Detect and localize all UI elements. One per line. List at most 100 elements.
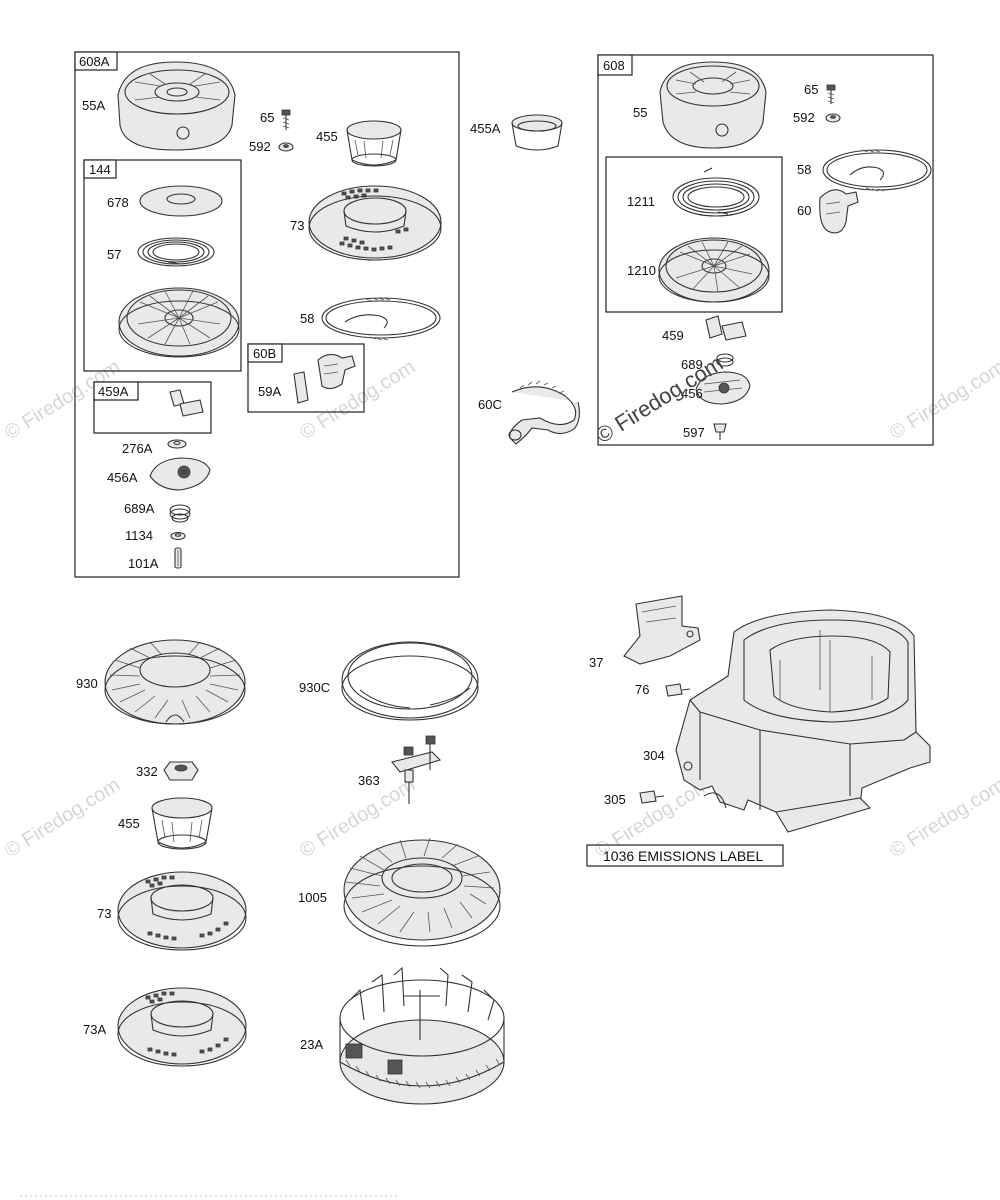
callout-455-lower: 455 bbox=[118, 816, 140, 831]
callout-57: 57 bbox=[107, 247, 121, 262]
starter-pulley bbox=[118, 287, 240, 358]
callout-592: 592 bbox=[249, 139, 271, 154]
callout-23a: 23A bbox=[300, 1037, 323, 1052]
callout-58: 58 bbox=[300, 311, 314, 326]
washer-276a bbox=[167, 439, 187, 449]
dog-459a bbox=[169, 389, 204, 417]
callout-101a: 101A bbox=[128, 556, 159, 571]
retainer-456a bbox=[149, 457, 211, 491]
nut-592 bbox=[278, 142, 294, 152]
washer-678 bbox=[139, 185, 223, 217]
nut-592-right bbox=[825, 113, 841, 123]
callout-73-lower: 73 bbox=[97, 906, 111, 921]
callout-456a: 456A bbox=[107, 470, 138, 485]
callout-678: 678 bbox=[107, 195, 129, 210]
callout-73: 73 bbox=[290, 218, 304, 233]
callout-1005: 1005 bbox=[298, 890, 327, 905]
callout-1210: 1210 bbox=[627, 263, 656, 278]
watermark: © Firedog.com bbox=[886, 356, 1000, 444]
callout-597: 597 bbox=[683, 425, 705, 440]
callout-689: 689 bbox=[681, 357, 703, 372]
callout-55: 55 bbox=[633, 105, 647, 120]
handle-60 bbox=[819, 189, 859, 234]
plate-73-lower bbox=[117, 871, 247, 951]
plate-73a bbox=[117, 987, 247, 1067]
starter-cup-455-lower bbox=[151, 797, 213, 850]
starter-rope-58-right bbox=[822, 149, 932, 192]
callout-276a: 276A bbox=[122, 441, 153, 456]
group-608: 608 55 65 592 58 bbox=[591, 54, 934, 448]
group-608-subframe bbox=[605, 156, 783, 313]
callout-60: 60 bbox=[797, 203, 811, 218]
callout-58-right: 58 bbox=[797, 162, 811, 177]
watermark: © Firedog.com bbox=[296, 356, 419, 444]
group-60b-tag bbox=[247, 343, 283, 363]
callout-305: 305 bbox=[604, 792, 626, 807]
screw-65 bbox=[281, 109, 291, 130]
group-459a-tag bbox=[93, 381, 139, 401]
group-144-tag bbox=[83, 159, 117, 179]
group-608-tag bbox=[597, 54, 633, 76]
starter-housing-55 bbox=[659, 61, 767, 149]
callout-332: 332 bbox=[136, 764, 158, 779]
watermark: © Firedog.com bbox=[886, 774, 1000, 862]
group-60b-frame bbox=[247, 343, 365, 413]
callout-73a: 73A bbox=[83, 1022, 106, 1037]
washer-1134 bbox=[170, 531, 186, 541]
emissions-label-frame bbox=[586, 844, 784, 867]
callout-55a: 55A bbox=[82, 98, 105, 113]
baffle-37 bbox=[623, 595, 701, 665]
fan-1005 bbox=[343, 837, 501, 947]
spring-689 bbox=[716, 353, 734, 367]
watermark: © Firedog.com bbox=[1, 774, 124, 862]
group-608-frame bbox=[597, 54, 934, 446]
callout-455: 455 bbox=[316, 129, 338, 144]
callout-60c: 60C bbox=[478, 397, 502, 412]
callout-363: 363 bbox=[358, 773, 380, 788]
starter-cup-455 bbox=[346, 120, 402, 167]
retainer-456 bbox=[695, 371, 751, 405]
pin-101a bbox=[174, 547, 182, 569]
starter-rope-58 bbox=[321, 297, 441, 341]
callout-456: 456 bbox=[681, 386, 703, 401]
callout-37: 37 bbox=[589, 655, 603, 670]
screen-930 bbox=[104, 639, 246, 725]
callout-459: 459 bbox=[662, 328, 684, 343]
group-608a-label: 608A bbox=[79, 54, 110, 69]
pulley-1210 bbox=[658, 237, 770, 303]
group-608-label: 608 bbox=[603, 58, 625, 73]
dog-459 bbox=[705, 315, 747, 341]
screw-305 bbox=[639, 790, 665, 804]
screw-76 bbox=[665, 683, 691, 697]
spring-689a bbox=[169, 504, 191, 523]
group-144-frame bbox=[83, 159, 242, 372]
group-144-label: 144 bbox=[89, 162, 111, 177]
starter-cup-455a bbox=[511, 114, 563, 151]
callout-689a: 689A bbox=[124, 501, 155, 516]
group-608a-tag bbox=[74, 51, 118, 71]
callout-930: 930 bbox=[76, 676, 98, 691]
starter-housing-55a bbox=[117, 61, 236, 151]
callout-59a: 59A bbox=[258, 384, 281, 399]
callout-65-right: 65 bbox=[804, 82, 818, 97]
spring-57 bbox=[137, 237, 215, 267]
group-459a-label: 459A bbox=[98, 384, 129, 399]
callout-1211: 1211 bbox=[627, 194, 655, 209]
blower-housing-304 bbox=[675, 609, 931, 827]
flywheel-23a bbox=[339, 966, 505, 1105]
spring-1211 bbox=[672, 167, 760, 217]
handle-59a bbox=[293, 353, 356, 404]
group-60b-label: 60B bbox=[253, 346, 276, 361]
plate-73-upper bbox=[308, 185, 442, 261]
group-459a-frame bbox=[93, 381, 212, 434]
group-608a: 608A 55A 65 592 455 bbox=[74, 51, 460, 578]
terminal-363 bbox=[391, 735, 442, 804]
callout-76: 76 bbox=[635, 682, 649, 697]
screw-597 bbox=[713, 423, 727, 440]
nut-332 bbox=[163, 761, 199, 781]
emissions-label: 1036 EMISSIONS LABEL bbox=[603, 848, 764, 864]
handle-60c bbox=[508, 380, 581, 445]
callout-592-right: 592 bbox=[793, 110, 815, 125]
group-608a-frame bbox=[74, 51, 460, 578]
